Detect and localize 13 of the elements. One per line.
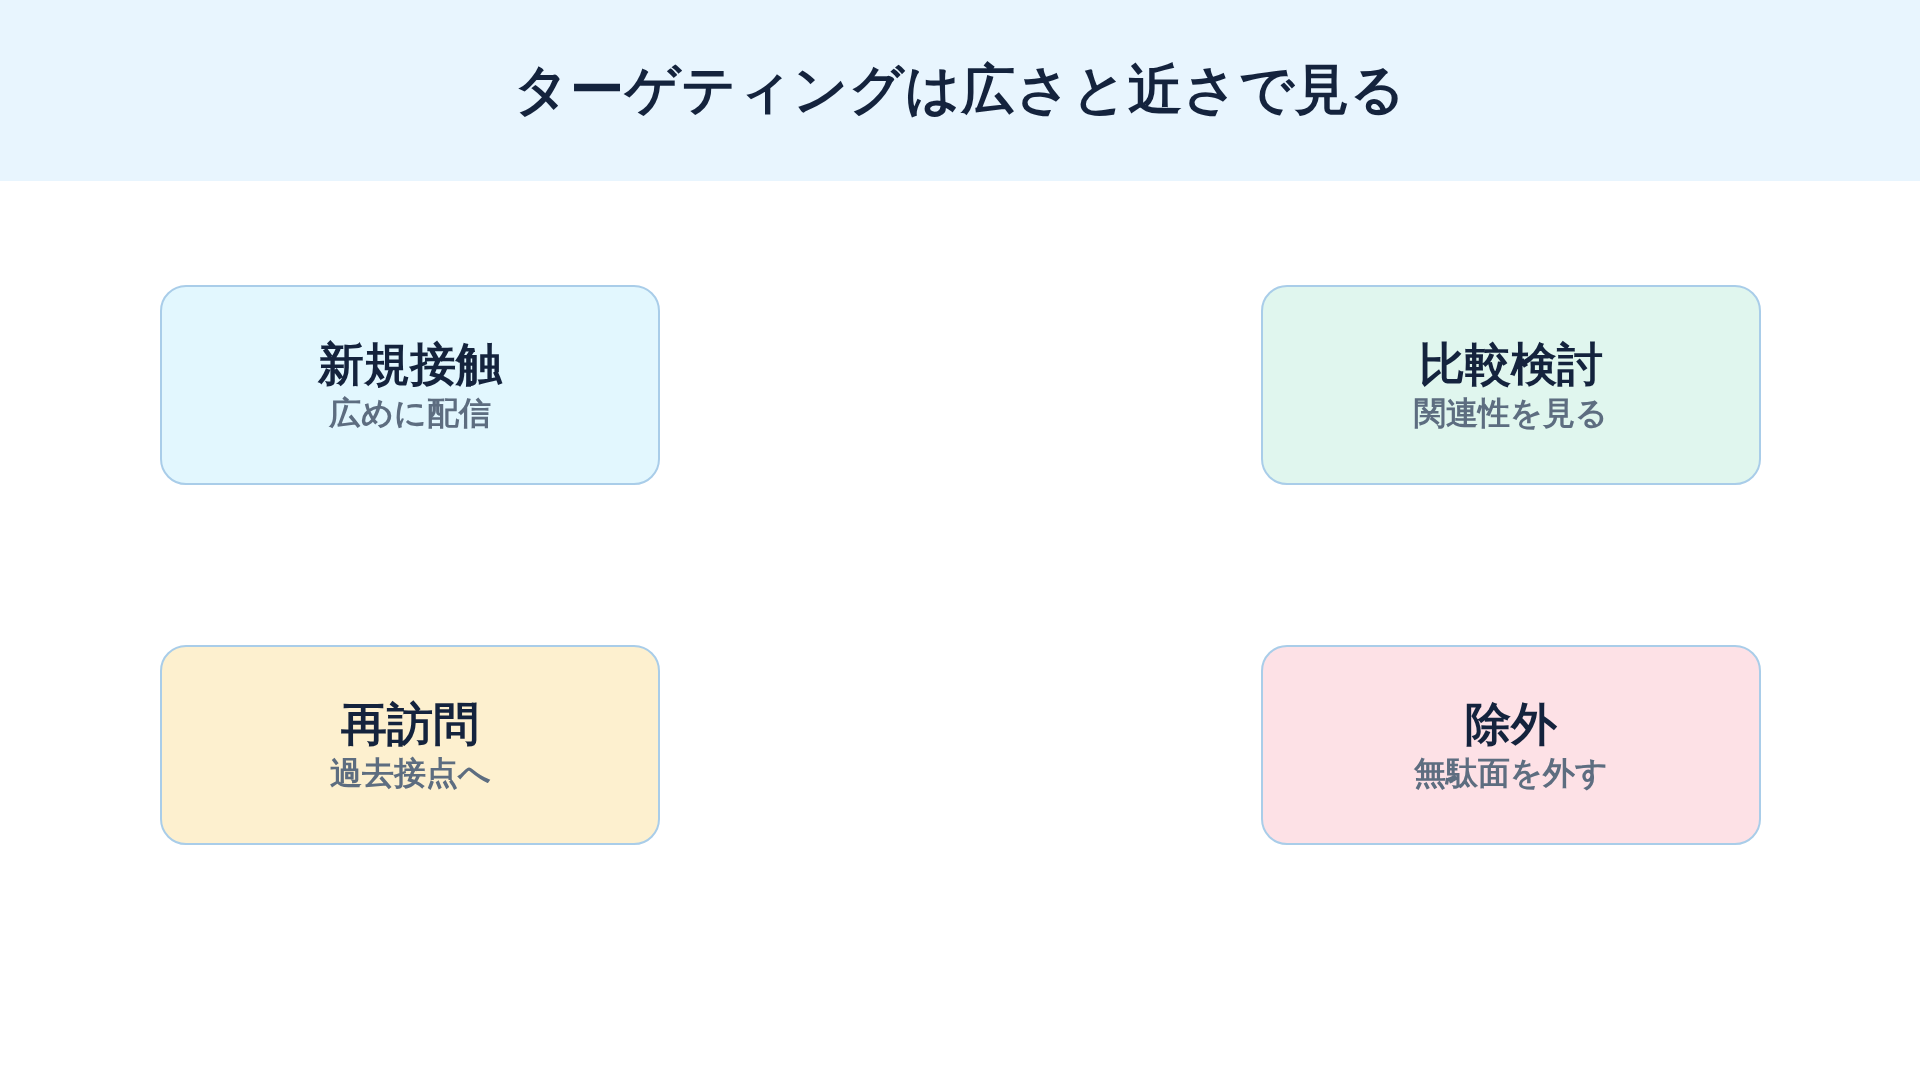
card-heading: 再訪問 (341, 697, 479, 753)
category-card (160, 285, 660, 485)
card-heading: 除外 (1465, 697, 1557, 753)
category-card (160, 645, 660, 845)
card-subtext: 過去接点へ (329, 752, 491, 793)
category-card (1261, 645, 1761, 845)
card-subtext: 広めに配信 (329, 392, 491, 433)
card-heading: 新規接触 (318, 337, 502, 393)
card-heading: 比較検討 (1419, 337, 1603, 393)
card-subtext: 関連性を見る (1414, 392, 1608, 433)
title-banner: ターゲティングは広さと近さで見る (0, 0, 1920, 181)
category-card (1261, 285, 1761, 485)
card-subtext: 無駄面を外す (1414, 752, 1608, 793)
